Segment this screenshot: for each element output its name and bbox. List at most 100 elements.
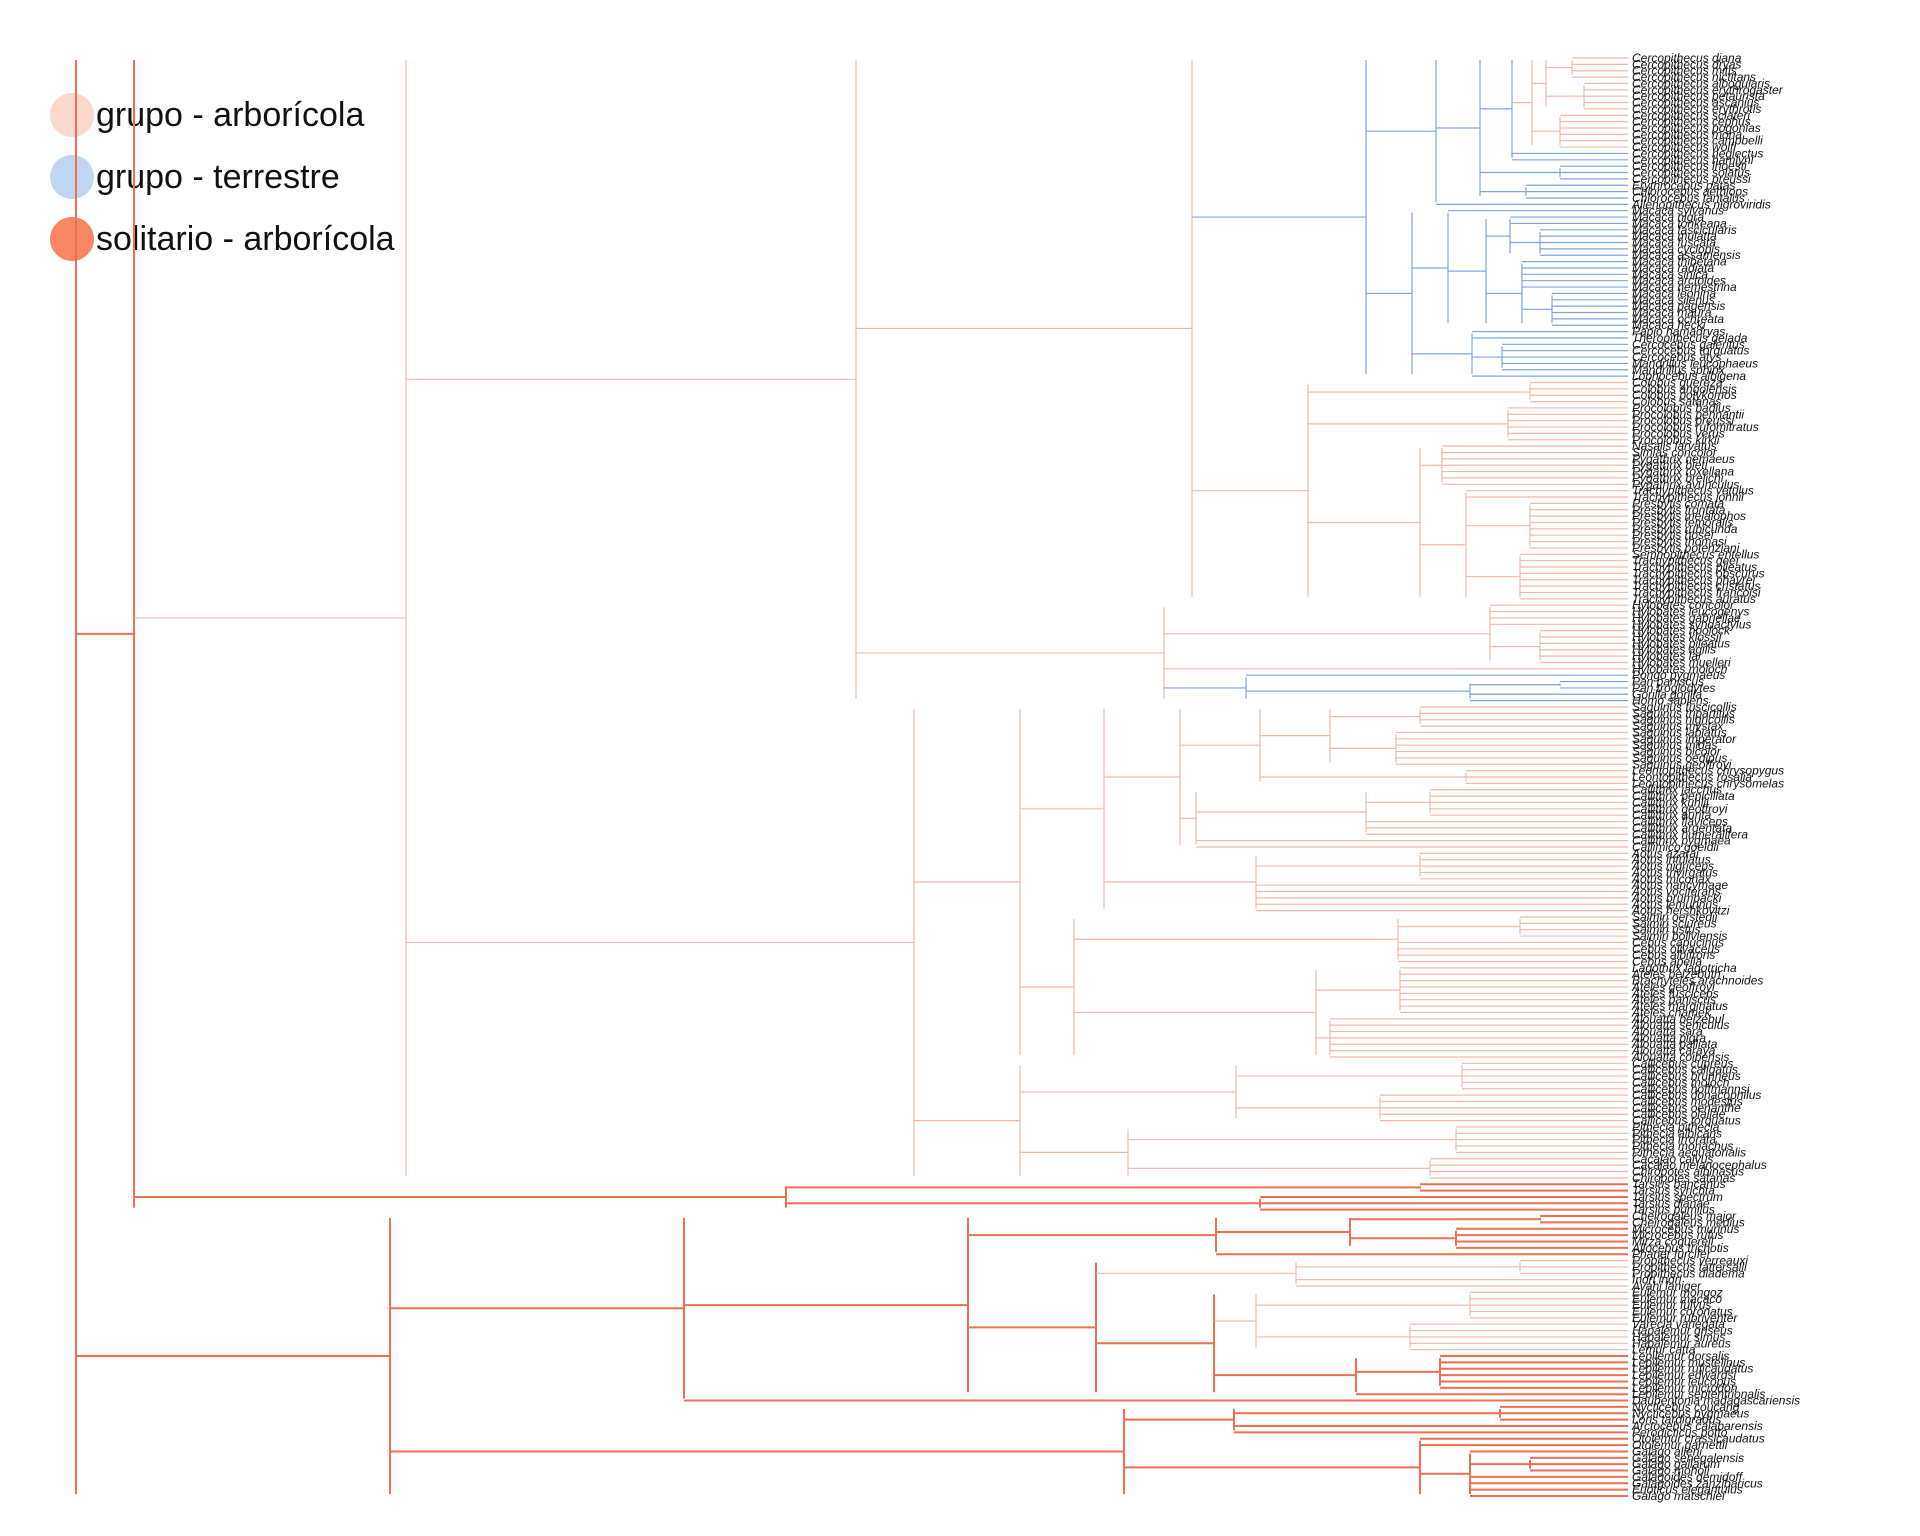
tip-label: Callithrix flaviceps: [1632, 815, 1728, 829]
tip-label: Galago matschiei: [1632, 1489, 1725, 1503]
tip-label: Nycticebus pygmaeus: [1632, 1406, 1749, 1420]
tip-label: Saguinus fuscicollis: [1632, 700, 1737, 714]
tip-label: Papio hamadryas: [1632, 325, 1725, 339]
tip-label: Cheirogaleus major: [1632, 1209, 1737, 1223]
tip-label: Macaca radiata: [1632, 261, 1714, 275]
tip-label: Lepilemur edwardsi: [1632, 1368, 1736, 1382]
tip-label: Callithrix kuhlii: [1632, 795, 1709, 809]
tip-label: Macaca mulatta: [1632, 229, 1717, 243]
tip-label: Callicebus cupreus: [1632, 1056, 1733, 1070]
tip-label: Avahi laniger: [1631, 1279, 1702, 1293]
tip-label: Microcebus murinus: [1632, 1222, 1739, 1236]
tip-label: Pygathrix roxellana: [1632, 465, 1734, 479]
tip-label: Trachypithecus obscurus: [1632, 566, 1765, 580]
tip-label: Hylobates muelleri: [1632, 655, 1731, 669]
tip-label: Saimiri boliviensis: [1632, 929, 1727, 943]
legend-item-grupo-terrestre: grupo - terrestre: [50, 146, 395, 208]
tip-label: Macaca ochreata: [1632, 312, 1724, 326]
tip-label: Aotus nigriceps: [1631, 859, 1714, 873]
tip-label: Saguinus labiatus: [1632, 725, 1727, 739]
tip-label: Hapalemur griseus: [1632, 1324, 1733, 1338]
tip-label: Hapalemur simus: [1632, 1330, 1725, 1344]
tip-label: Pithecia aequatorialis: [1632, 1145, 1746, 1159]
tip-label: Callithrix penicillata: [1632, 789, 1735, 803]
tip-label: Hylobates leucogenys: [1632, 605, 1749, 619]
tip-label: Hylobates lar: [1632, 649, 1703, 663]
tip-label: Cercopithecus hamlyni: [1632, 153, 1754, 167]
tip-label: Lepilemur dorsalis: [1632, 1349, 1729, 1363]
tip-label: Indri indri: [1632, 1273, 1682, 1287]
tip-label: Alouatta caraya: [1631, 1044, 1716, 1058]
tip-label: Colobus polykomos: [1632, 388, 1737, 402]
tip-label: Chiropotes albinasus: [1632, 1164, 1744, 1178]
tip-label: Chiropotes satanas: [1632, 1171, 1735, 1185]
tip-label: Cercocebus torquatus: [1632, 344, 1749, 358]
tip-label: Cercopithecus neglectus: [1632, 146, 1763, 160]
tip-label: Alouatta palliata: [1631, 1037, 1718, 1051]
tip-label: Presbytis frontata: [1632, 503, 1726, 517]
tip-label: Galago senegalensis: [1632, 1451, 1744, 1465]
tip-label: Aotus trivirgatus: [1631, 865, 1718, 879]
tip-label: Macaca nemestrina: [1632, 280, 1737, 294]
tip-label: Aotus vociferans: [1631, 885, 1721, 899]
tip-label: Presbytis hosei: [1632, 528, 1714, 542]
tip-label: Brachyteles arachnoides: [1632, 974, 1763, 988]
tip-label: Galagoides zanzibaricus: [1632, 1476, 1763, 1490]
tip-label: Leontopithecus chrysopygus: [1632, 764, 1784, 778]
tip-label: Allocebus trichotis: [1631, 1241, 1729, 1255]
tip-label: Pygathrix avunculus: [1632, 477, 1739, 491]
tip-label: Alouatta coibensis: [1631, 1050, 1729, 1064]
tip-label: Arctocebus calabarensis: [1631, 1419, 1763, 1433]
tip-label: Callicebus brunneus: [1632, 1069, 1741, 1083]
tip-label: Trachypithecus phayrei: [1632, 573, 1756, 587]
tip-label: Callicebus olallae: [1632, 1107, 1726, 1121]
tip-label: Macaca assamensis: [1632, 248, 1741, 262]
tip-label: Aotus azarai: [1631, 846, 1699, 860]
tip-label: Hapalemur aureus: [1632, 1336, 1731, 1350]
tip-label: Ateles belzebuth: [1631, 967, 1721, 981]
tip-label: Galago gallarum: [1632, 1457, 1720, 1471]
tip-label: Allenopithecus nigroviridis: [1631, 197, 1771, 211]
tip-label: Aotus infulatus: [1631, 853, 1711, 867]
tip-label: Cercopithecus diana: [1632, 51, 1742, 65]
tip-label: Callithrix humeralifera: [1632, 827, 1748, 841]
tip-label: Lemur catta: [1632, 1343, 1696, 1357]
tip-label: Procolobus verus: [1632, 426, 1725, 440]
tip-label: Alouatta belzebul: [1631, 1012, 1724, 1026]
tip-label: Cercopithecus wolfi: [1632, 140, 1736, 154]
tip-label: Hylobates klossii: [1632, 630, 1722, 644]
tip-label: Macaca fascicularis: [1632, 223, 1737, 237]
tip-label: Cercocebus atys: [1632, 350, 1721, 364]
tip-label: Chlorocebus aethiops: [1632, 185, 1748, 199]
tip-label: Trachypithecus francoisi: [1632, 585, 1761, 599]
tip-label: Cercopithecus solatus: [1632, 166, 1750, 180]
tip-label: Cacajao calvus: [1632, 1152, 1713, 1166]
legend: grupo - arborícola grupo - terrestre sol…: [50, 84, 395, 270]
tip-label: Presbytis potenziani: [1632, 541, 1740, 555]
tip-label: Hylobates gabriellae: [1632, 611, 1741, 625]
tip-label: Lepilemur microdon: [1632, 1381, 1738, 1395]
tip-label: Cercopithecus petaurista: [1632, 89, 1765, 103]
tip-label: Hylobates syndactylus: [1632, 617, 1751, 631]
tip-label: Hylobates moloch: [1632, 662, 1728, 676]
tip-label: Callithrix pygmaea: [1632, 834, 1731, 848]
tip-label: Colobus guereza: [1632, 376, 1723, 390]
tip-label: Hylobates hoolock: [1632, 624, 1731, 638]
tip-label: Cercopithecus lhoesti: [1632, 159, 1747, 173]
tip-label: Cercopithecus sclateri: [1632, 108, 1750, 122]
tip-label: Eulemur fulvus: [1632, 1298, 1711, 1312]
tip-label: Macaca leonina: [1632, 286, 1716, 300]
tip-label: Theropithecus gelada: [1632, 331, 1748, 345]
tip-label: Callithrix aurita: [1632, 808, 1712, 822]
tip-label: Macaca arctoides: [1632, 274, 1726, 288]
tip-label: Macaca tonkeana: [1632, 216, 1727, 230]
tip-label: Callimico goeldii: [1632, 840, 1719, 854]
tip-label: Saimiri oerstedii: [1632, 910, 1718, 924]
tip-label: Cercopithecus dryas: [1632, 57, 1741, 71]
tip-label: Macaca silenus: [1632, 293, 1715, 307]
tip-label: Hylobates concolor: [1632, 598, 1735, 612]
tip-label: Pygathrix nemaeus: [1632, 452, 1735, 466]
tip-label: Callicebus modestus: [1632, 1095, 1743, 1109]
tip-label: Nycticebus coucang: [1632, 1400, 1740, 1414]
tip-label: Saguinus mystax: [1632, 719, 1724, 733]
